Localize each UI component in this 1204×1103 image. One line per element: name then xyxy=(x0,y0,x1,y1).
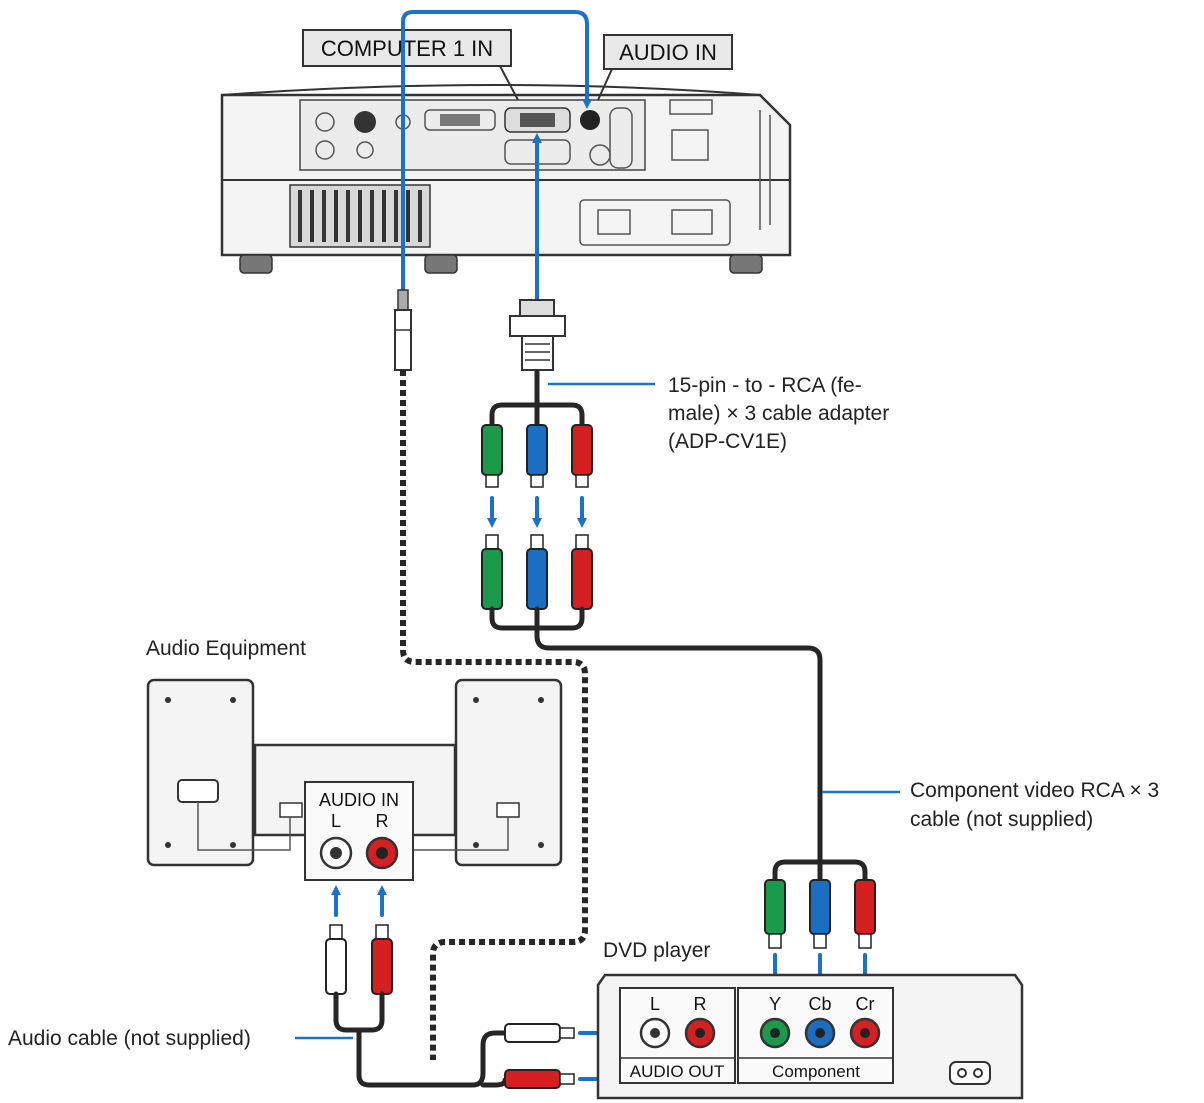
stereo-mini-plug xyxy=(394,289,412,371)
audio-mini-cable xyxy=(400,370,588,1060)
audio-in-panel-title: AUDIO IN xyxy=(319,790,399,810)
audio-in-callout: AUDIO IN xyxy=(597,34,733,101)
adapter-plug-green xyxy=(481,424,503,488)
dvd-component-label: Component xyxy=(772,1062,860,1081)
dvd-right-label: R xyxy=(694,994,707,1014)
dvd-y-label: Y xyxy=(769,994,781,1014)
bottom-plug-blue xyxy=(809,879,831,949)
component-caption-line-1: Component video RCA × 3 xyxy=(910,779,1159,802)
dvd-audio-out: L R AUDIO OUT xyxy=(630,994,724,1081)
audio-plug-white xyxy=(325,938,347,995)
audio-cable-bottom-plugs xyxy=(504,1023,575,1089)
component-caption: Component video RCA × 3 cable (not suppl… xyxy=(910,779,1159,831)
dvd-cr-label: Cr xyxy=(856,994,875,1014)
top-plug-green xyxy=(481,534,503,610)
dvd-left-label: L xyxy=(650,994,660,1014)
vga-connector xyxy=(509,299,566,371)
audio-in-label: AUDIO IN xyxy=(619,40,717,65)
component-cable-bottom-plugs xyxy=(764,879,876,949)
component-video-cable xyxy=(489,606,868,883)
projector xyxy=(220,84,792,274)
audio-cable-caption: Audio cable (not supplied) xyxy=(8,1027,251,1050)
audio-equipment-title: Audio Equipment xyxy=(146,637,306,660)
audio-up-arrows xyxy=(331,885,387,917)
top-plug-red xyxy=(571,534,593,610)
audio-in-right-label: R xyxy=(376,811,389,831)
dvd-component-out: Y Cb Cr Component xyxy=(759,994,881,1081)
bottom-plug-red xyxy=(854,879,876,949)
adapter-plug-red xyxy=(571,424,593,488)
audio-in-left-label: L xyxy=(331,811,341,831)
adapter-rca-plugs xyxy=(481,424,593,488)
adapter-caption-line-3: (ADP-CV1E) xyxy=(668,430,787,453)
top-plug-blue xyxy=(526,534,548,610)
dvd-cb-label: Cb xyxy=(808,994,831,1014)
bottom-plug-green xyxy=(764,879,786,949)
adapter-caption-line-2: male) × 3 cable adapter xyxy=(668,402,889,425)
computer-1-in-label: COMPUTER 1 IN xyxy=(321,36,493,61)
adapter-plug-blue xyxy=(526,424,548,488)
adapter-caption-line-1: 15-pin - to - RCA (fe- xyxy=(668,374,862,397)
component-caption-line-2: cable (not supplied) xyxy=(910,808,1093,831)
top-loop-arrow xyxy=(401,10,592,109)
audio-cable-top-plugs xyxy=(325,924,393,995)
dvd-player-title: DVD player xyxy=(603,939,710,962)
adapter-down-arrows xyxy=(487,496,587,528)
audio-rca-cable xyxy=(333,991,508,1088)
adapter-caption: 15-pin - to - RCA (fe- male) × 3 cable a… xyxy=(668,374,889,453)
audio-plug-red xyxy=(371,938,393,995)
audio-in-panel: AUDIO IN L R xyxy=(304,781,414,881)
adapter-cable xyxy=(489,369,585,428)
computer-1-in-callout: COMPUTER 1 IN xyxy=(302,29,519,101)
dvd-audio-out-label: AUDIO OUT xyxy=(630,1062,724,1081)
component-cable-top-plugs xyxy=(481,534,593,610)
